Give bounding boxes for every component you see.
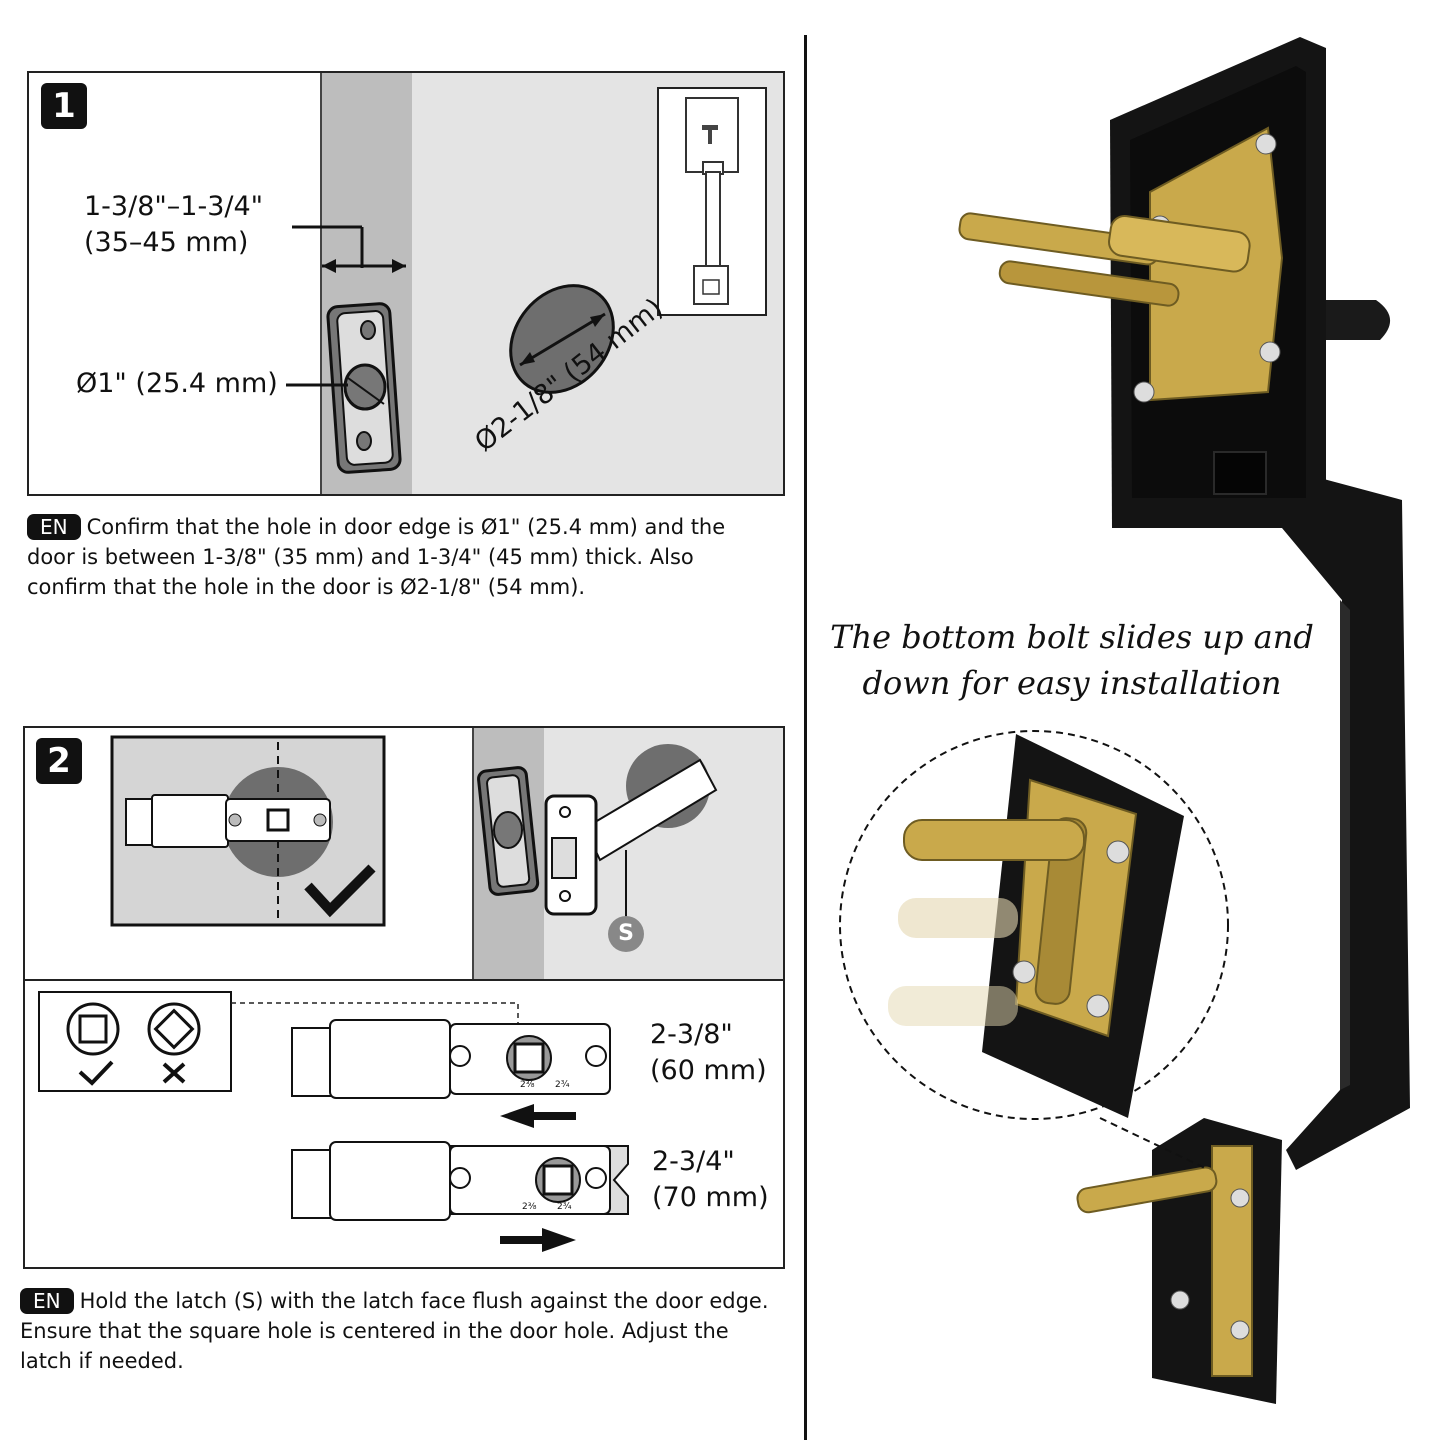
latch-marker-s: S	[618, 921, 634, 946]
vertical-divider	[804, 35, 807, 1440]
step1-lang-badge: EN	[27, 514, 81, 540]
step1-badge: 1	[41, 83, 87, 129]
scale-mark-60-b: 2¾	[555, 1080, 570, 1090]
door-thickness-label: 1-3/8"–1-3/4" (35–45 mm)	[84, 191, 264, 258]
edge-hole-label: Ø1" (25.4 mm)	[76, 368, 278, 399]
scale-mark-70-a: 2⅜	[522, 1202, 537, 1212]
backset-60-label: 2-3/8" (60 mm)	[650, 1019, 767, 1086]
scale-mark-60-a: 2⅜	[520, 1080, 535, 1090]
product-caption: The bottom bolt slides up and down for e…	[830, 618, 1314, 702]
step2-instruction-text: Hold the latch (S) with the latch face f…	[20, 1289, 769, 1373]
step1-instruction-text: Confirm that the hole in door edge is Ø1…	[27, 515, 726, 599]
backset-70-label: 2-3/4" (70 mm)	[652, 1146, 769, 1213]
step2-divider	[25, 979, 783, 981]
step2-badge: 2	[36, 738, 82, 784]
scale-mark-70-b: 2¾	[557, 1202, 572, 1212]
step2-lang-badge: EN	[20, 1288, 74, 1314]
